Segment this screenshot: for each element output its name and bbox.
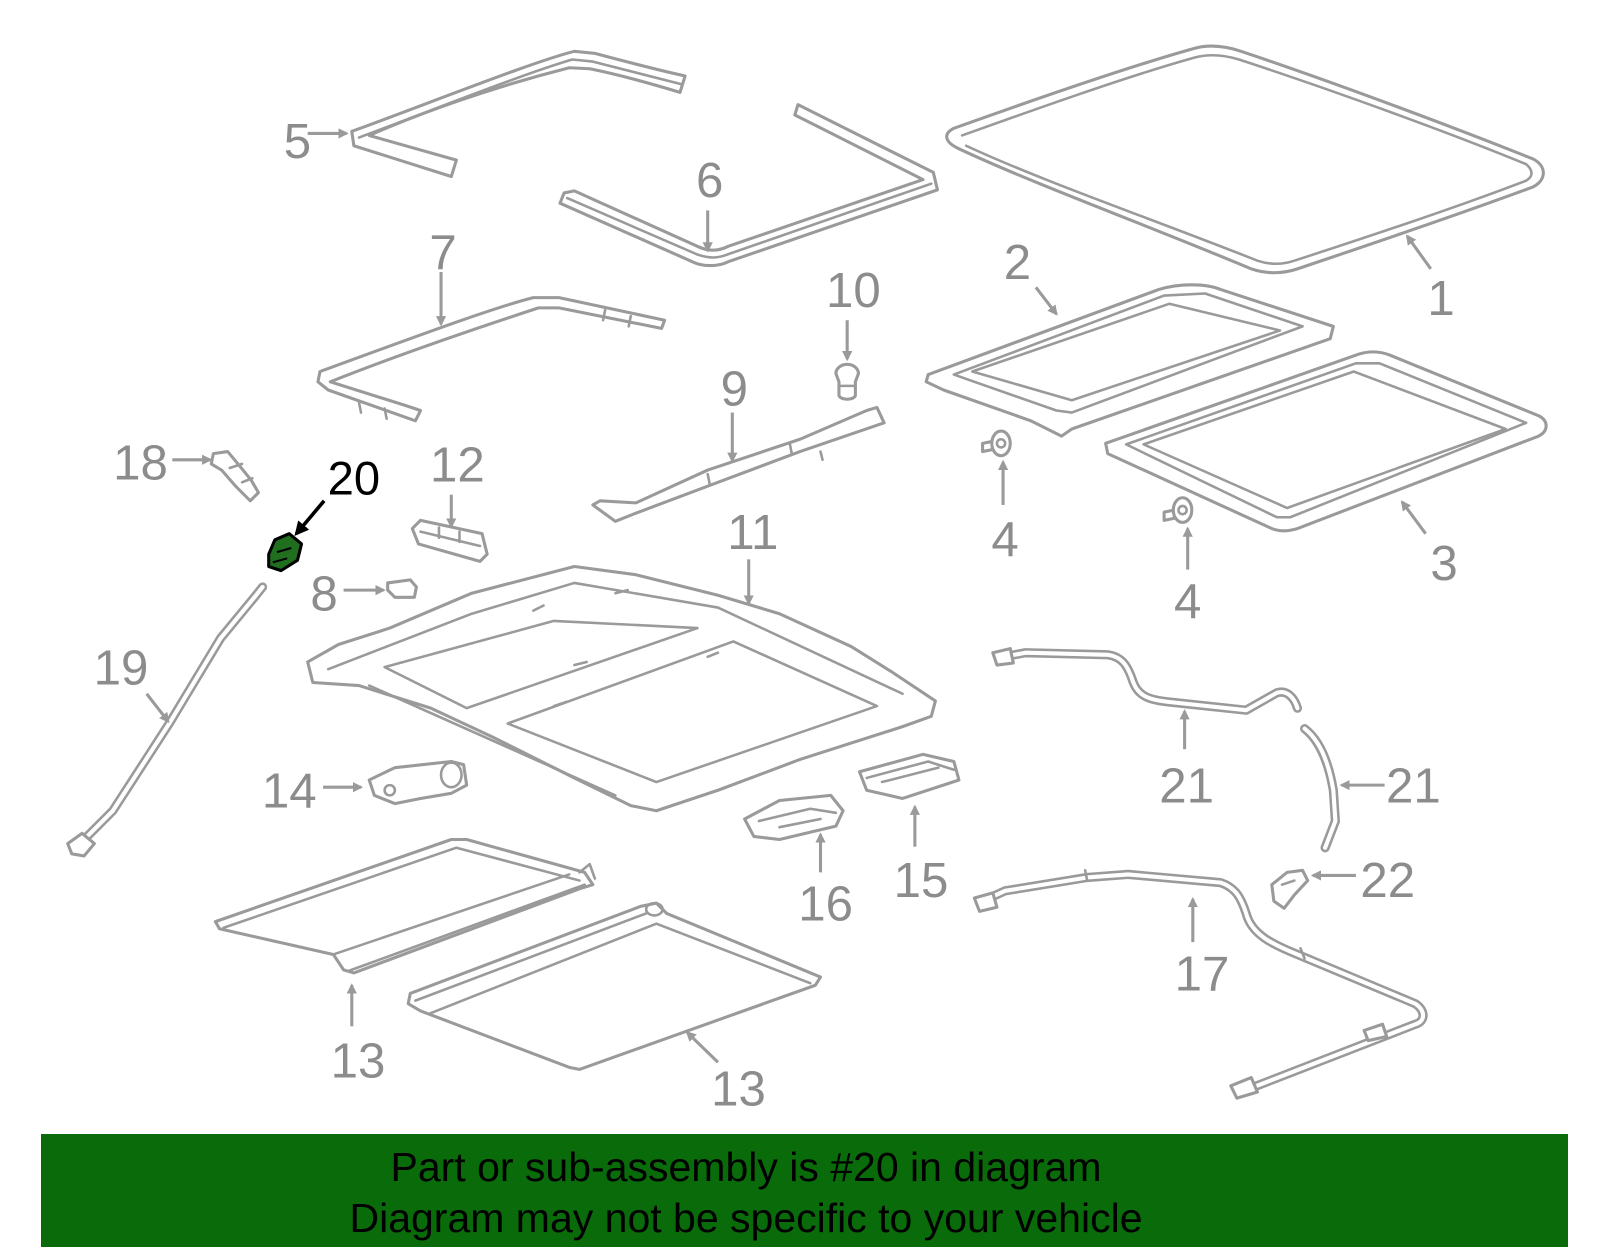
- part-6-seal: [558, 103, 939, 268]
- callout-arrow-13b: [685, 1031, 720, 1064]
- callout-label-15: 15: [894, 853, 949, 908]
- callout-label-20: 20: [328, 453, 380, 506]
- callout-label-9: 9: [721, 361, 748, 416]
- part-13-sunshade-front: [213, 837, 597, 975]
- part-3-rear-panel: [1104, 350, 1548, 533]
- callout-label-4b: 4: [1174, 574, 1201, 629]
- callout-label-4a: 4: [991, 512, 1018, 567]
- part-2-front-panel: [924, 283, 1335, 438]
- part-10-clip: [834, 362, 860, 401]
- part-21-tube-upper: [991, 647, 1303, 715]
- part-20-highlighted: [267, 532, 304, 573]
- callout-label-21a: 21: [1159, 759, 1214, 814]
- callout-label-11: 11: [727, 505, 778, 560]
- callout-arrow-19: [145, 692, 170, 724]
- part-4-bolt-front: [981, 429, 1012, 458]
- part-9-rail: [591, 405, 886, 523]
- callout-label-13a: 13: [331, 1034, 386, 1089]
- part-22-connector: [1270, 868, 1310, 910]
- callout-label-16: 16: [798, 877, 853, 932]
- part-15-module: [857, 752, 961, 800]
- callout-label-2: 2: [1004, 235, 1031, 290]
- callout-label-7: 7: [429, 225, 456, 280]
- part-11-frame: [306, 564, 937, 813]
- banner-line-part-number: Part or sub-assembly is #20 in diagram: [390, 1144, 1102, 1190]
- banner-text: Part or sub-assembly is #20 in diagram D…: [41, 1142, 1451, 1244]
- part-13-sunshade-rear: [406, 901, 823, 1071]
- part-5-seal: [350, 49, 687, 179]
- callout-label-6: 6: [696, 153, 723, 208]
- part-7-deflector: [316, 296, 667, 423]
- part-16-module: [743, 793, 845, 842]
- part-21-tube-lower: [1300, 724, 1340, 853]
- callout-label-17: 17: [1175, 946, 1230, 1001]
- callout-label-21b: 21: [1386, 759, 1441, 814]
- callout-label-12: 12: [430, 437, 485, 492]
- part-19-hose: [66, 582, 268, 858]
- banner-line-disclaimer: Diagram may not be specific to your vehi…: [349, 1195, 1143, 1241]
- part-12-bracket: [410, 518, 489, 563]
- callout-label-3: 3: [1430, 536, 1457, 591]
- part-18-connector: [209, 450, 260, 503]
- callout-label-10: 10: [826, 263, 881, 318]
- callout-label-1: 1: [1427, 271, 1454, 326]
- callout-label-22: 22: [1360, 853, 1415, 908]
- part-4-bolt-rear: [1162, 496, 1194, 524]
- callout-arrow-20: [294, 499, 326, 537]
- part-1-glass-panel: [945, 44, 1545, 275]
- callout-label-13b: 13: [711, 1061, 766, 1116]
- callout-label-18: 18: [113, 435, 168, 490]
- part-8-clip: [386, 578, 418, 599]
- part-14-motor: [367, 759, 469, 806]
- callout-label-5: 5: [284, 114, 311, 169]
- part-info-banner: Part or sub-assembly is #20 in diagram D…: [41, 1134, 1568, 1247]
- callout-arrow-1: [1405, 234, 1433, 270]
- callout-label-14: 14: [262, 764, 317, 819]
- part-17-cable: [972, 869, 1428, 1100]
- callout-arrow-3: [1400, 500, 1427, 535]
- callout-label-8: 8: [310, 567, 337, 622]
- callout-label-19: 19: [94, 641, 149, 696]
- callout-arrow-2: [1034, 286, 1058, 316]
